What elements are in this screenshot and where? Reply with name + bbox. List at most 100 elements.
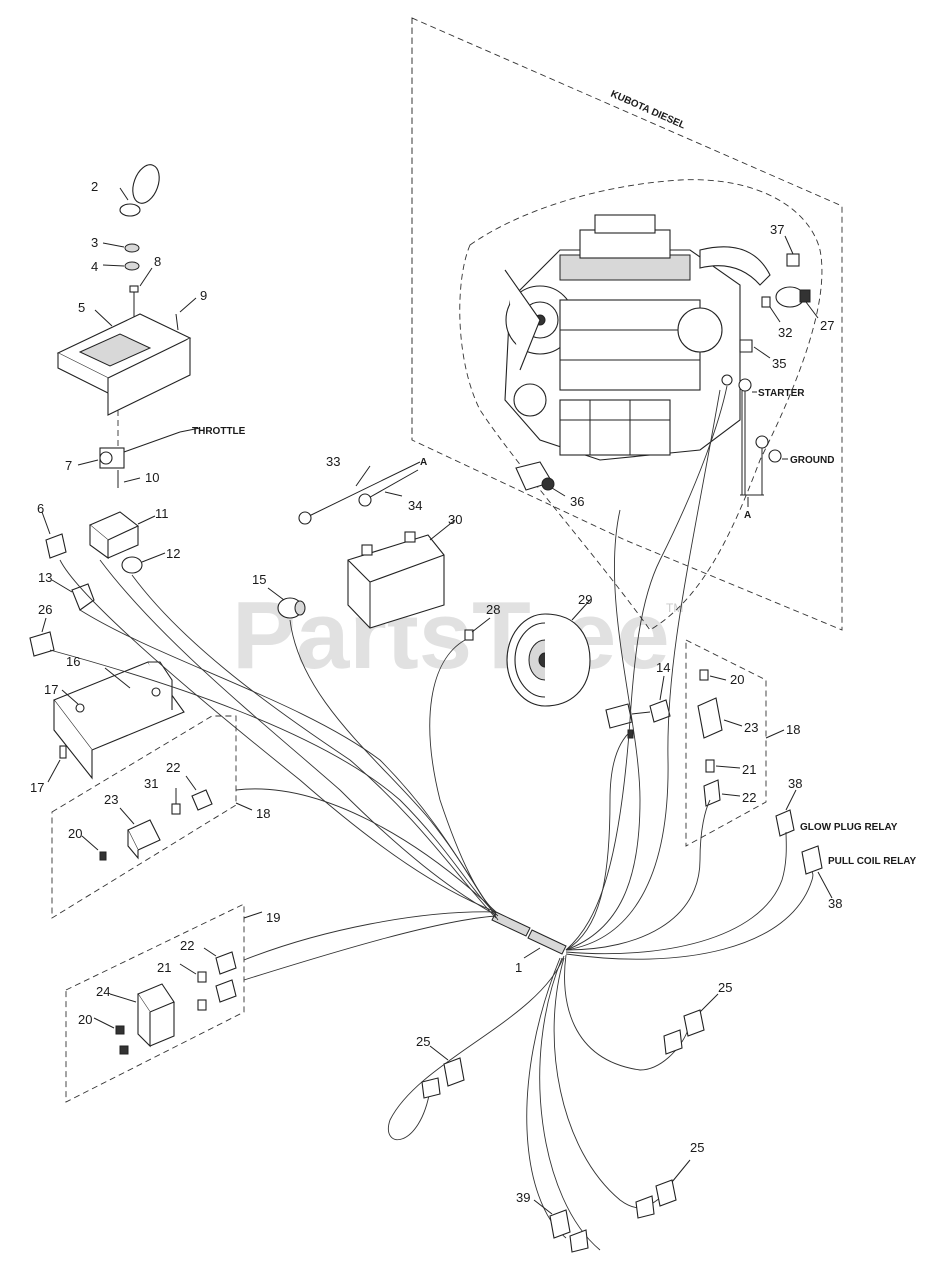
pto-clutch-29 [506, 599, 591, 707]
callout-4: 4 [91, 259, 98, 274]
connector-39 [533, 1199, 589, 1253]
connector-25-center [421, 1045, 465, 1099]
watermark-tm: TM [666, 601, 683, 615]
callout-21b: 21 [742, 762, 756, 777]
pull-coil-relay-label: PULL COIL RELAY [828, 856, 916, 867]
screw-9 [175, 297, 197, 331]
callout-35: 35 [772, 356, 786, 371]
watermark: PartsTree [232, 582, 670, 689]
callout-25b: 25 [718, 980, 732, 995]
callout-26: 26 [38, 602, 52, 617]
callout-numbers: 1 2 3 4 5 6 7 8 9 10 11 12 13 14 15 16 1… [30, 179, 842, 1205]
callout-5: 5 [78, 300, 85, 315]
starter-ground-cable [721, 374, 788, 507]
callout-39: 39 [516, 1190, 530, 1205]
callout-1: 1 [515, 960, 522, 975]
glow-plug-relay-label: GLOW PLUG RELAY [800, 822, 898, 833]
control-panel-5 [56, 309, 192, 416]
throttle-control-7 [77, 410, 201, 469]
callout-34: 34 [408, 498, 422, 513]
switch-15 [267, 587, 306, 619]
callout-14: 14 [656, 660, 670, 675]
kubota-engine [504, 214, 771, 461]
callout-24: 24 [96, 984, 110, 999]
callout-13: 13 [38, 570, 52, 585]
callout-12: 12 [166, 546, 180, 561]
engine-title: KUBOTA DIESEL [609, 89, 687, 132]
callout-17b: 17 [30, 780, 44, 795]
callout-23a: 23 [104, 792, 118, 807]
engine-part-32 [761, 296, 781, 323]
callout-6: 6 [37, 501, 44, 516]
engine-sensor-37 [784, 235, 800, 267]
wiring-harness-1 [491, 911, 567, 959]
battery-cables-33-34 [298, 461, 421, 525]
cable-35 [739, 339, 771, 359]
callout-20a: 20 [68, 826, 82, 841]
marker-a-bottom: A [744, 510, 751, 521]
connector-28 [464, 617, 491, 641]
callout-7: 7 [65, 458, 72, 473]
pull-coil-relay-38 [801, 845, 833, 899]
callout-32: 32 [778, 325, 792, 340]
ground-label: GROUND [790, 455, 834, 466]
callout-17a: 17 [44, 682, 58, 697]
callout-8: 8 [154, 254, 161, 269]
callout-25c: 25 [690, 1140, 704, 1155]
engine-sensor-27 [775, 286, 819, 319]
callout-3: 3 [91, 235, 98, 250]
callout-22a: 22 [166, 760, 180, 775]
callout-9: 9 [200, 288, 207, 303]
callout-21a: 21 [157, 960, 171, 975]
switch-12 [121, 552, 166, 574]
callout-38a: 38 [788, 776, 802, 791]
callout-29: 29 [578, 592, 592, 607]
marker-a-top: A [420, 457, 427, 468]
callout-18b: 18 [786, 722, 800, 737]
relay-26 [29, 617, 55, 657]
callout-37: 37 [770, 222, 784, 237]
callout-11: 11 [155, 506, 169, 521]
connector-kit-18-left [51, 715, 253, 919]
callout-18a: 18 [256, 806, 270, 821]
throttle-label: THROTTLE [192, 426, 246, 437]
engine-panel-outline [411, 17, 843, 631]
callout-33: 33 [326, 454, 340, 469]
callout-22c: 22 [742, 790, 756, 805]
module-11 [88, 511, 156, 560]
connector-kit-18-right [685, 639, 785, 847]
connector-25-right [663, 993, 719, 1055]
callout-30: 30 [448, 512, 462, 527]
clip-17 [47, 745, 67, 783]
glow-plug-relay-38 [775, 789, 797, 837]
switch-13 [51, 579, 95, 611]
starter-label: STARTER [758, 388, 805, 399]
engine-outline [459, 179, 823, 631]
mounting-bracket-16 [53, 661, 185, 780]
nut-3 [102, 242, 140, 253]
callout-22b: 22 [180, 938, 194, 953]
ignition-key-2 [119, 164, 160, 217]
callout-31: 31 [144, 776, 158, 791]
switch-6 [41, 511, 67, 559]
callout-20c: 20 [730, 672, 744, 687]
callout-20b: 20 [78, 1012, 92, 1027]
solenoid-36 [515, 461, 566, 497]
callout-25a: 25 [416, 1034, 430, 1049]
callout-15: 15 [252, 572, 266, 587]
callout-23b: 23 [744, 720, 758, 735]
callout-2: 2 [91, 179, 98, 194]
callout-10: 10 [145, 470, 159, 485]
screw-10 [117, 470, 141, 488]
callout-19: 19 [266, 910, 280, 925]
connector-25-lower [635, 1159, 691, 1219]
callout-28: 28 [486, 602, 500, 617]
battery-30 [347, 519, 456, 629]
callout-16: 16 [66, 654, 80, 669]
connector-14 [605, 675, 671, 739]
connector-kit-19 [65, 903, 263, 1103]
washer-4 [102, 261, 140, 271]
callout-36: 36 [570, 494, 584, 509]
harness-wires [49, 385, 814, 1251]
